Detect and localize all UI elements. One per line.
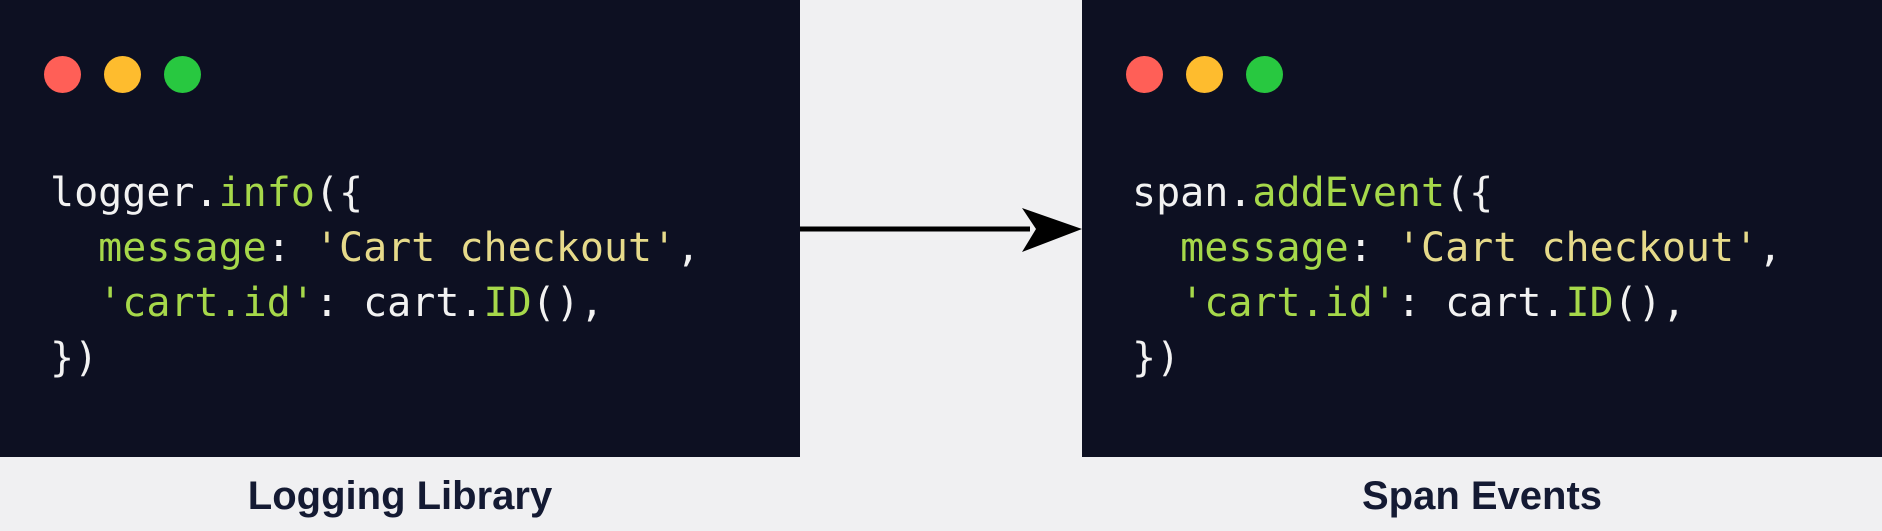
code-line-4: })	[1132, 335, 1181, 381]
code-colon: :	[1348, 225, 1397, 271]
code-line-1: span.addEvent({	[1132, 166, 1782, 221]
code-key: message	[98, 225, 267, 271]
code-block: span.addEvent({ message: 'Cart checkout'…	[1132, 166, 1782, 386]
window-controls	[44, 56, 201, 93]
right-arrow-icon	[800, 208, 1082, 252]
code-dot: .	[194, 170, 219, 216]
code-comma: ,	[676, 225, 701, 271]
close-dot-icon	[44, 56, 81, 93]
code-colon: :	[266, 225, 315, 271]
maximize-dot-icon	[1246, 56, 1283, 93]
code-line-1: logger.info({	[50, 166, 700, 221]
code-key: 'cart.id'	[98, 280, 315, 326]
code-line-2: message: 'Cart checkout',	[50, 221, 700, 276]
maximize-dot-icon	[164, 56, 201, 93]
code-string: 'Cart checkout'	[314, 225, 677, 271]
code-line-3: 'cart.id': cart.ID(),	[1132, 276, 1782, 331]
code-dot: .	[1228, 170, 1253, 216]
code-key: message	[1180, 225, 1349, 271]
close-dot-icon	[1126, 56, 1163, 93]
code-open-brace: ({	[314, 170, 364, 216]
caption-logging-library: Logging Library	[247, 474, 553, 518]
code-window-logging: logger.info({ message: 'Cart checkout', …	[0, 0, 800, 457]
caption-span-events: Span Events	[1361, 474, 1603, 518]
code-open-brace: ({	[1445, 170, 1494, 216]
code-method: ID	[1565, 280, 1614, 326]
code-colon: : cart.	[1396, 280, 1566, 326]
code-indent	[50, 225, 98, 271]
code-indent	[50, 280, 98, 326]
code-key: 'cart.id'	[1180, 280, 1397, 326]
code-method: info	[218, 170, 315, 216]
code-call-tail: (),	[1613, 280, 1686, 326]
code-colon: : cart.	[314, 280, 484, 326]
code-window-span-events: span.addEvent({ message: 'Cart checkout'…	[1082, 0, 1882, 457]
code-line-2: message: 'Cart checkout',	[1132, 221, 1782, 276]
code-indent	[1132, 225, 1180, 271]
code-comma: ,	[1758, 225, 1783, 271]
code-indent	[1132, 280, 1180, 326]
code-string: 'Cart checkout'	[1396, 225, 1759, 271]
code-line-3: 'cart.id': cart.ID(),	[50, 276, 700, 331]
code-object: span	[1132, 170, 1229, 216]
minimize-dot-icon	[1186, 56, 1223, 93]
code-object: logger	[50, 170, 195, 216]
minimize-dot-icon	[104, 56, 141, 93]
code-method: addEvent	[1252, 170, 1446, 216]
code-method: ID	[483, 280, 532, 326]
code-line-4: })	[50, 335, 99, 381]
window-controls	[1126, 56, 1283, 93]
code-call-tail: (),	[531, 280, 604, 326]
code-block: logger.info({ message: 'Cart checkout', …	[50, 166, 700, 386]
